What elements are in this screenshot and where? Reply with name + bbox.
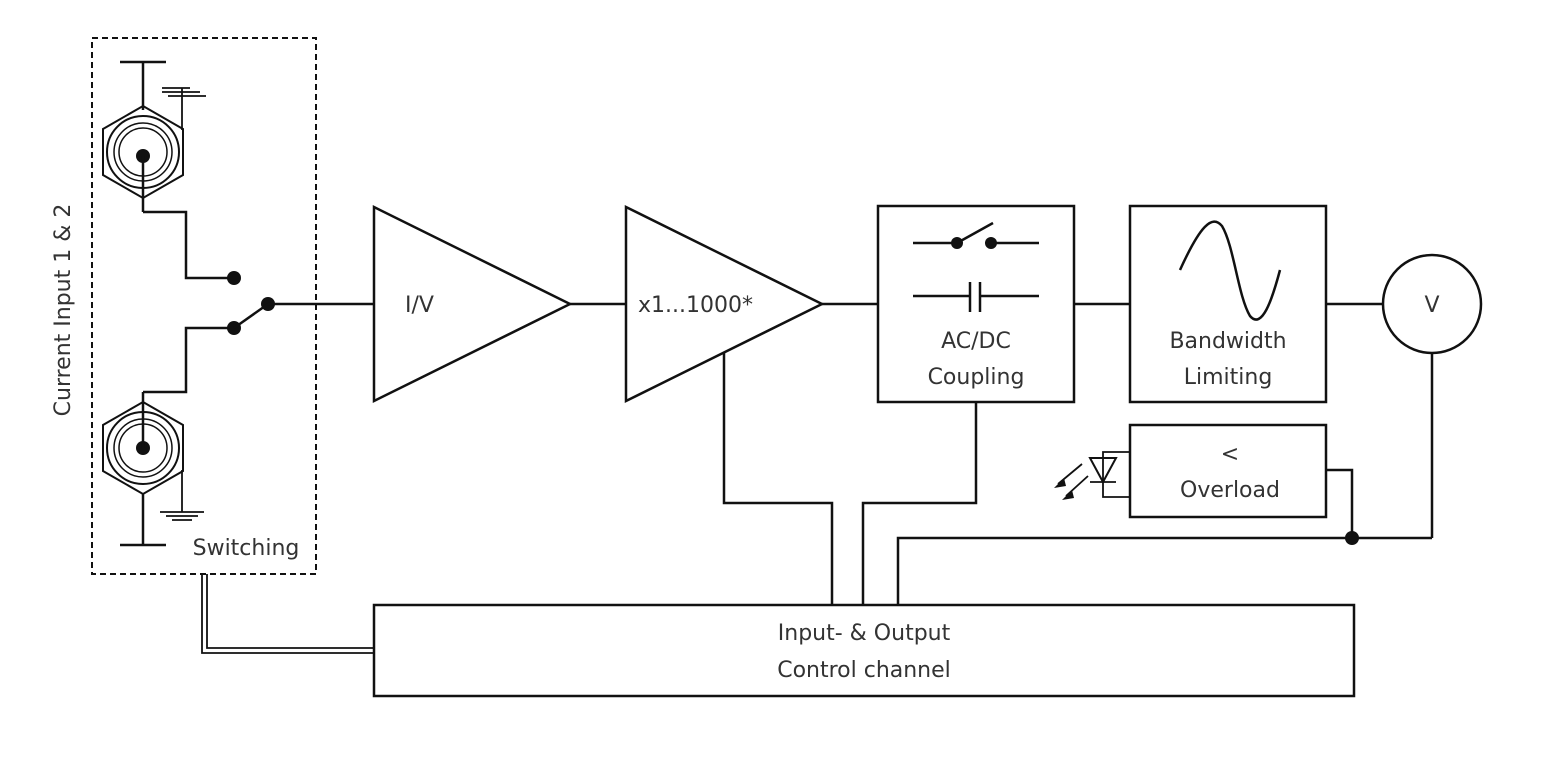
overload-label-line2: Overload: [1180, 478, 1280, 503]
iv-label: I/V: [405, 293, 434, 318]
control-label-line1: Input- & Output: [778, 621, 951, 646]
switching-section: Switching Current Input 1 & 2: [51, 37, 317, 575]
bandwidth-label-line1: Bandwidth: [1169, 329, 1286, 354]
sine-wave-icon: [1178, 220, 1282, 321]
bandwidth-block: Bandwidth Limiting: [1128, 204, 1328, 404]
bnc-connector-top-icon: [102, 60, 206, 212]
control-channel-block: Input- & Output Control channel: [372, 603, 1356, 698]
bnc-connector-bottom-icon: [102, 392, 204, 547]
overload-label-line1: <: [1221, 442, 1239, 467]
coupling-label-line2: Coupling: [928, 365, 1025, 390]
input-label: Current Input 1 & 2: [51, 204, 76, 417]
iv-amplifier: I/V: [372, 204, 573, 404]
gain-amplifier: x1...1000*: [624, 204, 825, 404]
coupling-label-line1: AC/DC: [941, 329, 1011, 354]
control-label-line2: Control channel: [777, 658, 951, 683]
led-icon: [1054, 451, 1130, 500]
voltage-output: V: [1381, 253, 1483, 355]
switch-control-line: [201, 574, 374, 654]
gain-label: x1...1000*: [638, 293, 753, 318]
input-switch-icon: [143, 210, 374, 394]
switching-label: Switching: [193, 536, 300, 561]
voltage-label: V: [1424, 293, 1439, 318]
switching-boundary: [91, 37, 317, 575]
coupling-block: AC/DC Coupling: [876, 204, 1076, 404]
bandwidth-label-line2: Limiting: [1184, 365, 1273, 390]
feedback-wiring: [722, 353, 1434, 605]
overload-block: < Overload: [1128, 423, 1328, 519]
